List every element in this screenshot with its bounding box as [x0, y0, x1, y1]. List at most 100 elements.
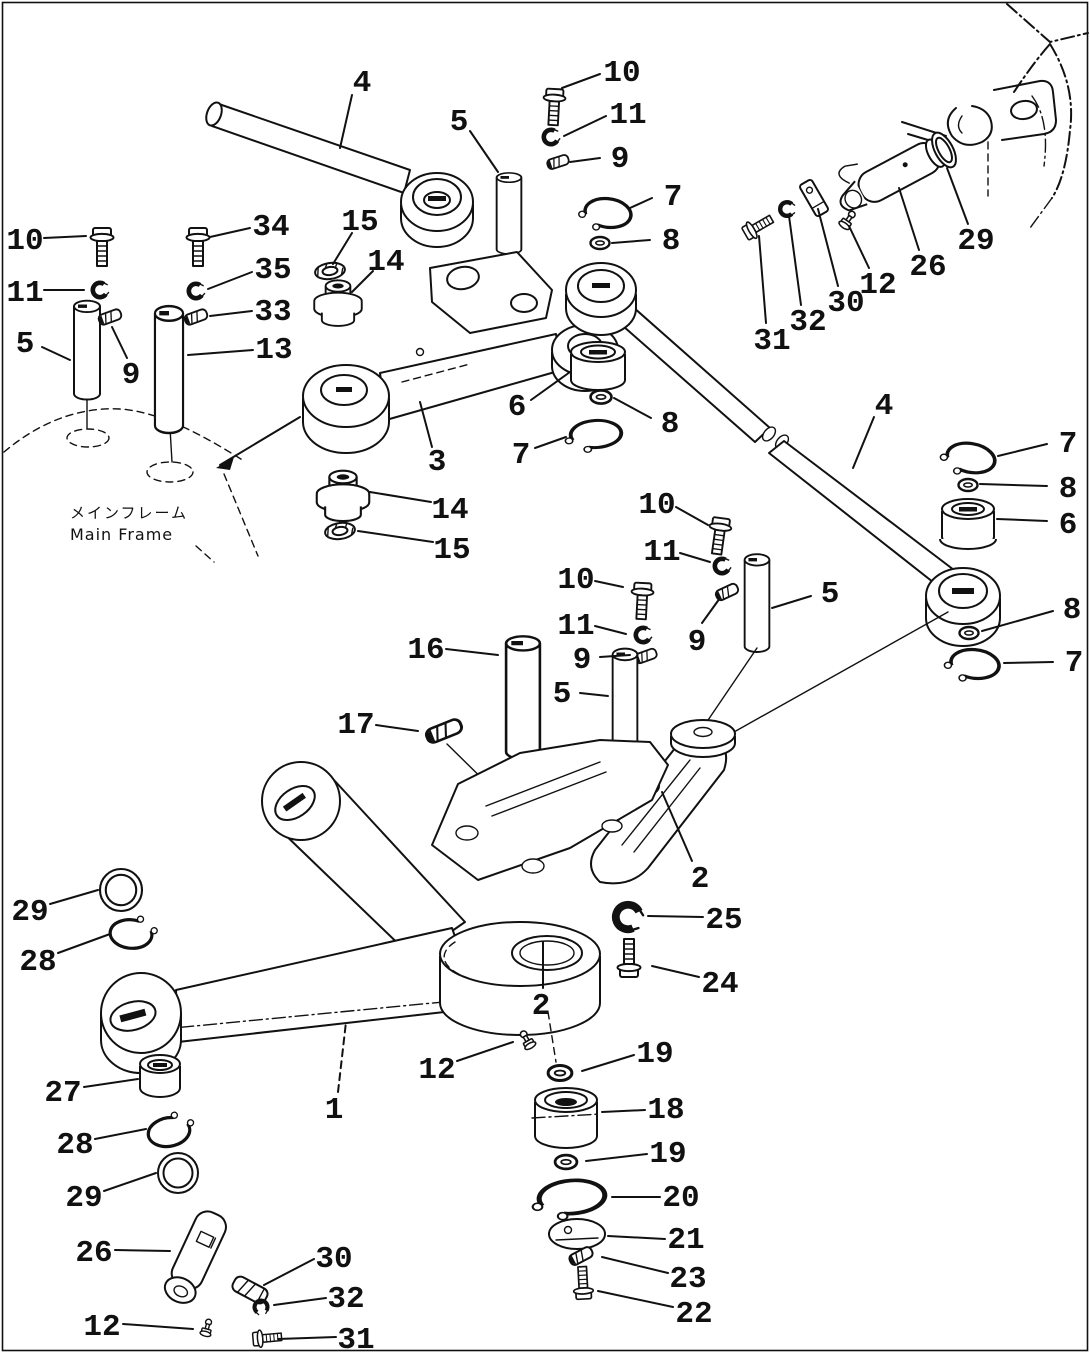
callout-label-29-58: 29 [11, 895, 48, 930]
part-29-ring-top [931, 131, 957, 169]
callout-leader-30-64 [263, 1258, 315, 1286]
callout-leader-29-58 [49, 889, 99, 905]
callout-label-5-9: 5 [16, 327, 35, 362]
callout-label-35-12: 35 [254, 253, 291, 288]
callout-leader-7-26 [534, 436, 567, 449]
part-26-pivot-pin-bottom [163, 1210, 227, 1304]
callout-leader-34-11 [209, 227, 251, 238]
callout-label-3-23: 3 [428, 445, 447, 480]
callout-label-14-27: 14 [431, 493, 468, 528]
callout-label-2-45: 2 [691, 862, 710, 897]
callout-leader-31-22 [758, 235, 767, 324]
callout-leader-14-16 [351, 270, 374, 293]
callout-leader-9-41 [599, 654, 631, 658]
callout-label-8-5: 8 [662, 224, 681, 259]
part-2-plate-assembly [431, 719, 736, 885]
part-32-washer-top [780, 202, 794, 216]
part-32-washer-bottom [253, 1300, 268, 1316]
callout-leader-15-28 [357, 530, 434, 543]
callout-label-19-53: 19 [649, 1137, 686, 1172]
callout-label-4-0: 4 [353, 66, 372, 101]
part-28-snap-ring-upper [107, 912, 160, 953]
callout-label-10-1: 10 [603, 56, 640, 91]
callout-leader-6-24 [530, 371, 571, 401]
part-4-tie-rod-right [565, 262, 1001, 647]
callout-label-15-28: 15 [433, 533, 470, 568]
part-30-lock-plate-bottom [231, 1275, 269, 1305]
callout-leader-14-27 [369, 491, 432, 503]
part-11-washer-left [92, 282, 109, 299]
callout-label-16-42: 16 [407, 633, 444, 668]
part-4-rod-upper-left [205, 101, 474, 248]
callout-label-14-16: 14 [367, 245, 404, 280]
callout-leader-28-59 [57, 933, 111, 954]
part-11-washer-middle [542, 128, 560, 146]
bushings-part3 [313, 259, 626, 543]
callout-leader-8-31 [979, 483, 1048, 487]
callout-label-18-52: 18 [647, 1093, 684, 1128]
callout-label-5-38: 5 [821, 577, 840, 612]
callout-leader-19-53 [585, 1153, 648, 1162]
part-11-washer-center-left [634, 626, 652, 643]
callout-label-31-22: 31 [753, 324, 790, 359]
part-6-bushing-middle [570, 341, 626, 391]
callout-label-21-55: 21 [667, 1223, 704, 1258]
callout-leader-6-32 [996, 518, 1048, 522]
part-12-grease-fitting-top [836, 207, 860, 232]
callout-label-32-65: 32 [327, 1282, 364, 1317]
callout-leader-12-66 [122, 1323, 194, 1330]
callout-label-29-17: 29 [957, 224, 994, 259]
callout-label-24-47: 24 [701, 967, 738, 1002]
part-26-pivot-pin-top [739, 131, 957, 243]
part-14-bushing-top [313, 279, 363, 327]
part-9-key-middle [544, 153, 571, 172]
part-10-bolt-left [89, 227, 115, 267]
callout-leader-8-33 [981, 610, 1054, 632]
callout-label-5-44: 5 [553, 677, 572, 712]
callout-label-26-18: 26 [909, 250, 946, 285]
callout-label-11-36: 11 [643, 535, 680, 570]
part-7-snap-ring-top [574, 192, 636, 237]
callout-label-10-7: 10 [6, 224, 43, 259]
callout-leader-11-36 [679, 552, 711, 563]
note-main-frame-jp: メインフレーム [70, 504, 188, 522]
callout-leader-32-65 [273, 1297, 327, 1306]
lower-stack [528, 1064, 608, 1301]
callout-label-2-48: 2 [532, 989, 551, 1024]
callout-leader-21-55 [607, 1235, 666, 1240]
callout-leader-10-1 [561, 73, 601, 89]
part-8-oring-top [589, 235, 611, 251]
callout-leader-26-63 [114, 1249, 171, 1252]
callout-leader-15-15 [332, 232, 353, 265]
part-10-bolt-middle [541, 87, 567, 127]
part-27-bushing [139, 1054, 181, 1098]
callout-leader-30-20 [817, 208, 839, 287]
callout-label-9-10: 9 [122, 358, 141, 393]
callout-leader-5-9 [41, 346, 71, 361]
part-14-bushing-bottom [315, 469, 371, 523]
callout-leader-4-29 [852, 416, 875, 469]
callout-leader-5-38 [771, 595, 812, 609]
callout-leader-7-34 [1003, 661, 1054, 664]
callout-label-8-31: 8 [1059, 472, 1078, 507]
callout-label-19-51: 19 [636, 1037, 673, 1072]
callout-leader-11-2 [563, 115, 607, 137]
callout-label-10-35: 10 [638, 488, 675, 523]
callout-leader-9-3 [569, 157, 601, 163]
callout-leader-18-52 [601, 1109, 646, 1113]
note-main-frame-en: Main Frame [70, 525, 173, 544]
part-13-pin [153, 304, 185, 435]
callout-label-28-61: 28 [56, 1128, 93, 1163]
part-11-washer-center-right [713, 557, 731, 575]
callout-leader-9-37 [701, 597, 721, 624]
part-5-pin-right [743, 553, 771, 653]
callout-leader-24-47 [651, 965, 700, 978]
callout-label-12-66: 12 [83, 1310, 120, 1345]
part-5-pin-center [611, 647, 639, 751]
callout-label-7-4: 7 [664, 180, 683, 215]
callout-label-10-39: 10 [557, 563, 594, 598]
part-29-ring-upper [98, 867, 144, 913]
callout-label-8-25: 8 [661, 407, 680, 442]
